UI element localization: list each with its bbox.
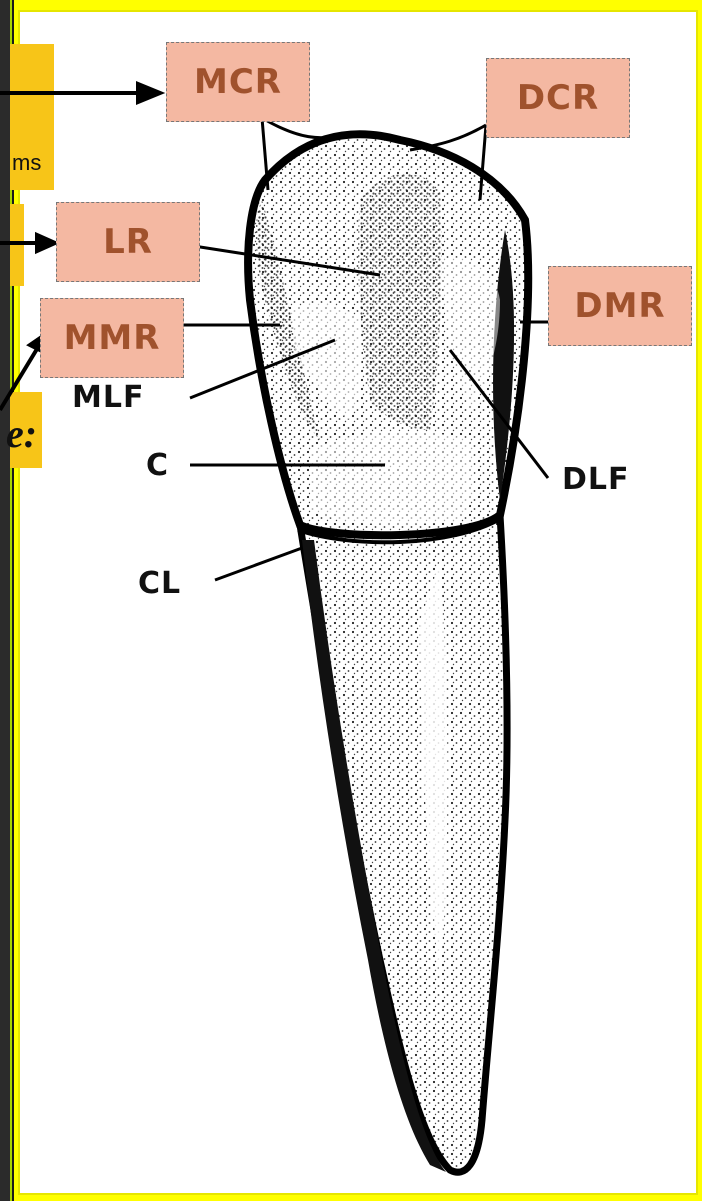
label-dcr: DCR [486, 58, 630, 138]
label-dmr: DMR [548, 266, 692, 346]
label-lr: LR [56, 202, 200, 282]
label-mlf: MLF [72, 380, 144, 415]
label-mmr: MMR [40, 298, 184, 378]
lingual-ridge [358, 174, 442, 430]
label-mcr: MCR [166, 42, 310, 122]
label-dlf: DLF [562, 462, 630, 497]
cingulum [310, 431, 474, 525]
label-cl: CL [138, 566, 181, 601]
label-c: C [146, 448, 169, 483]
